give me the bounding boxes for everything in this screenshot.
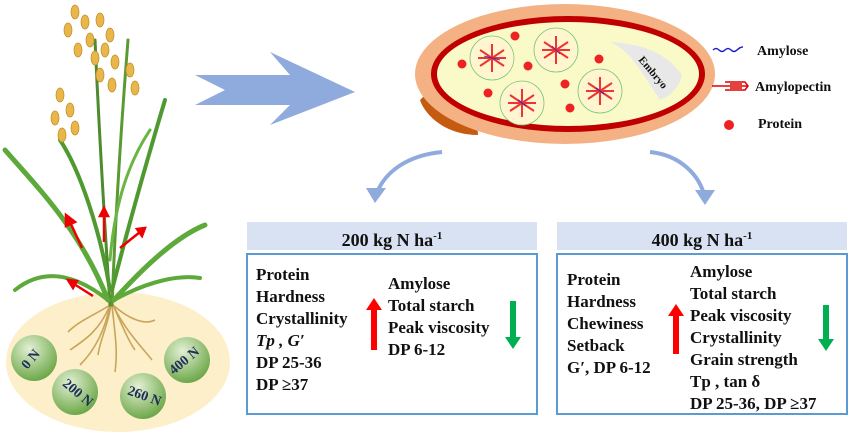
decrease-arrow-icon [818, 305, 834, 351]
increased-item: Setback [567, 336, 625, 355]
n-treatment-400: 400 N [164, 337, 210, 383]
panel-200-increased-list: Protein Hardness Crystallinity Tp , G′ D… [256, 264, 348, 396]
panel-200-body [246, 253, 538, 415]
curved-arrows [374, 150, 707, 199]
increased-item: DP 25-36 [256, 353, 322, 372]
legend-protein: Protein [758, 117, 803, 132]
rice-plant-icon [2, 38, 208, 307]
panel-title-sup: -1 [433, 230, 443, 242]
rice-grains-icon [50, 4, 140, 143]
protein-dots [457, 31, 604, 113]
n-treatment-200: 200 N [52, 369, 98, 415]
panel-title: 200 kg N ha [341, 230, 434, 250]
plant-nutrient-arrows [64, 205, 147, 298]
n-treatment-0: 0 N [11, 335, 57, 381]
increase-arrow-icon [366, 298, 382, 350]
panel-400-body [556, 253, 848, 415]
curved-arrow-right-head [695, 190, 715, 205]
panel-title: 400 kg N ha [651, 230, 744, 250]
amylopectin-icon [712, 81, 749, 91]
decreased-item: Grain strength [690, 350, 798, 369]
decreased-item: Peak viscosity [388, 318, 490, 337]
panel-200-decreased-list: Amylose Total starch Peak viscosity DP 6… [388, 273, 490, 361]
increased-item: Tp , G′ [256, 331, 305, 350]
decreased-item: Total starch [690, 284, 777, 303]
decreased-item: Amylose [690, 262, 753, 281]
protein-icon [724, 120, 734, 130]
roots-icon [67, 304, 156, 373]
decreased-item: DP 6-12 [388, 340, 446, 359]
decrease-arrow-icon [505, 301, 521, 349]
decreased-item: Amylose [388, 274, 451, 293]
increased-item: Protein [256, 265, 310, 284]
grain-cross-section: Embryo [415, 4, 715, 144]
n-treatment-260: 260 N [120, 373, 166, 419]
increased-item: Crystallinity [256, 309, 348, 328]
curved-arrow-left-head [366, 188, 386, 203]
panel-200-header: 200 kg N ha-1 [247, 222, 537, 250]
increased-item: G′, DP 6-12 [567, 358, 651, 377]
legend-amylose: Amylose [757, 44, 809, 59]
panel-400-increased-list: Protein Hardness Chewiness Setback G′, D… [567, 269, 651, 379]
panel-400-decreased-list: Amylose Total starch Peak viscosity Crys… [690, 261, 816, 415]
increased-item: Hardness [256, 287, 325, 306]
increase-arrow-icon [668, 304, 684, 354]
decreased-item: Peak viscosity [690, 306, 792, 325]
increased-item: Chewiness [567, 314, 644, 333]
big-arrow-icon [195, 52, 355, 125]
decreased-item: Total starch [388, 296, 475, 315]
decreased-item: Tp , tan δ [690, 372, 761, 391]
legend-amylopectin: Amylopectin [755, 80, 832, 95]
amylose-icon [712, 46, 744, 53]
increased-item: Hardness [567, 292, 636, 311]
panel-title-sup: -1 [743, 230, 753, 242]
decreased-item: Crystallinity [690, 328, 782, 347]
panel-400-header: 400 kg N ha-1 [557, 222, 847, 250]
increased-item: DP ≥37 [256, 375, 309, 394]
decreased-item: DP 25-36, DP ≥37 [690, 394, 817, 413]
increased-item: Protein [567, 270, 621, 289]
